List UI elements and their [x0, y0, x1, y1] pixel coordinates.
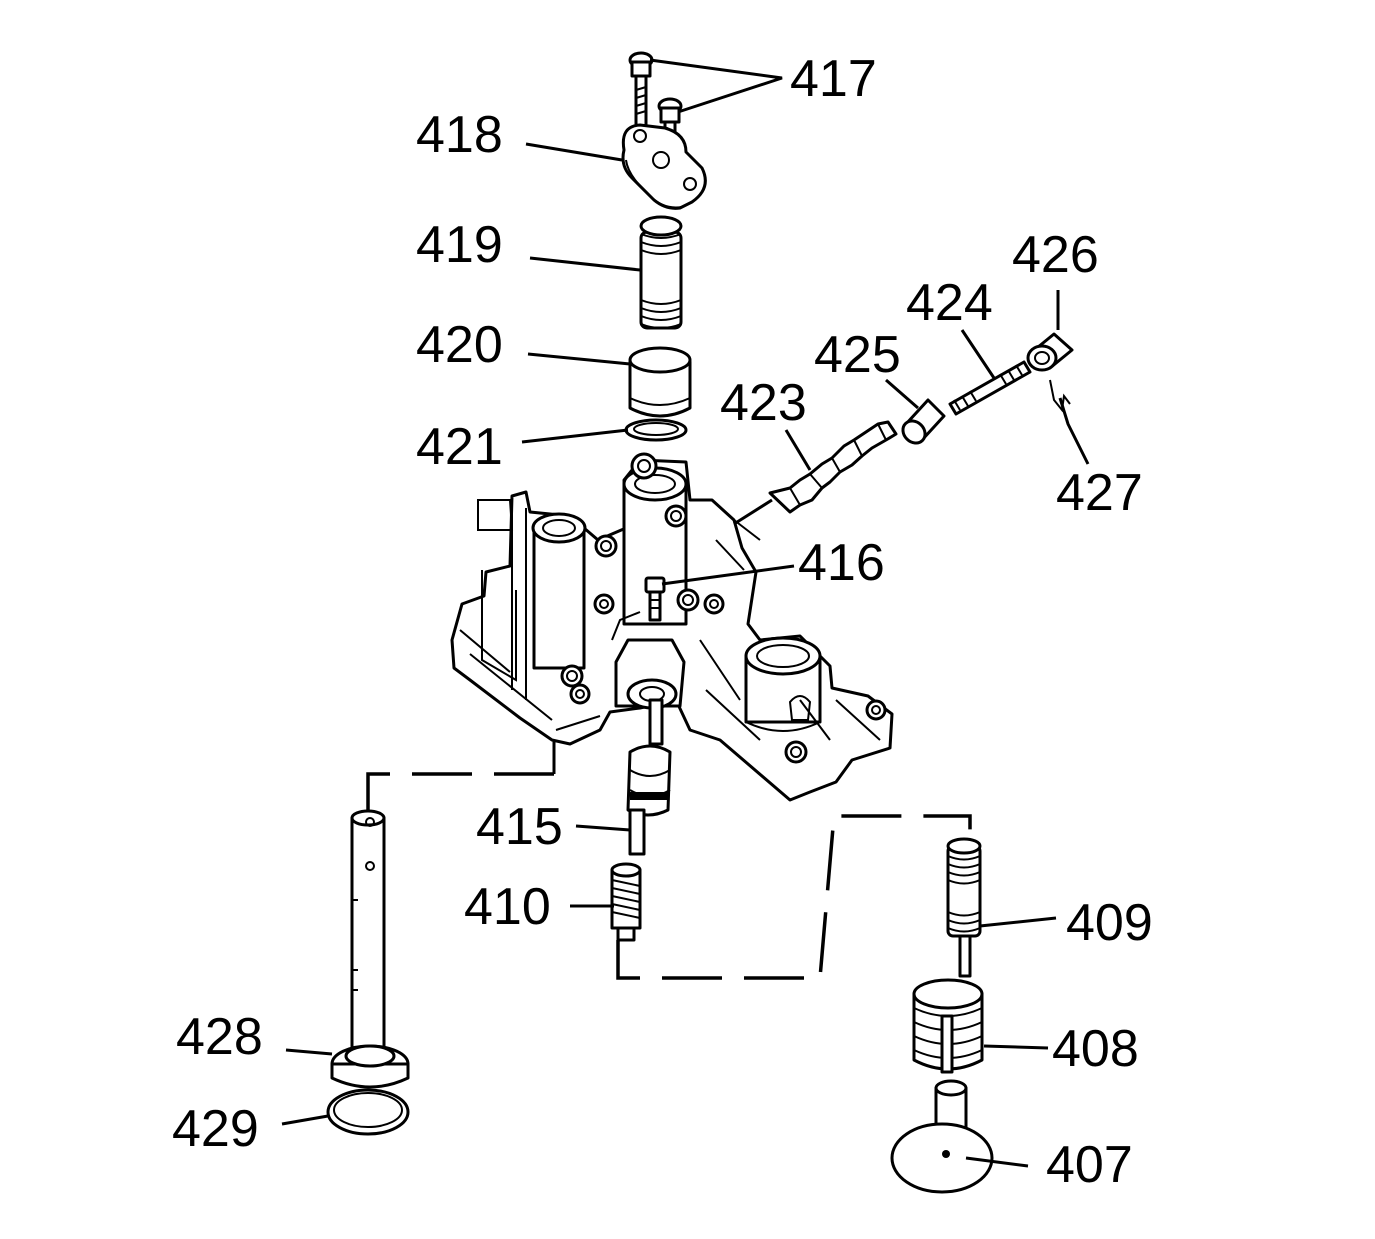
cover-plate-418	[621, 123, 707, 210]
callout-417: 417	[790, 50, 877, 108]
seal-429	[326, 1088, 410, 1136]
plug-425	[901, 398, 946, 445]
callout-427: 427	[1056, 464, 1143, 522]
callout-429: 429	[172, 1100, 259, 1158]
callout-416: 416	[798, 534, 885, 592]
callout-421: 421	[416, 418, 503, 476]
callout-410: 410	[464, 878, 551, 936]
valve-409	[946, 837, 982, 978]
valve-spring-419	[639, 215, 683, 330]
retainer-426	[1026, 332, 1074, 372]
piston-407	[890, 1079, 994, 1194]
spring-410	[610, 862, 642, 942]
spring-424	[948, 360, 1032, 416]
callout-409: 409	[1066, 894, 1153, 952]
callout-424: 424	[906, 274, 993, 332]
callout-418: 418	[416, 106, 503, 164]
callout-408: 408	[1052, 1020, 1139, 1078]
callout-420: 420	[416, 316, 503, 374]
seal-421	[624, 418, 688, 442]
callout-423: 423	[720, 374, 807, 432]
callout-407: 407	[1046, 1136, 1133, 1194]
callout-426: 426	[1012, 226, 1099, 284]
valve-body-housing	[450, 452, 894, 802]
clip-427	[1049, 379, 1071, 413]
leader-lines	[281, 58, 1090, 1168]
bolt-left	[628, 51, 654, 136]
shaft-428	[330, 809, 410, 1089]
callout-labels: 417 418 419 420 421 423 424 425 426 427 …	[172, 50, 1153, 1194]
callout-419: 419	[416, 216, 503, 274]
callout-415: 415	[476, 798, 563, 856]
valve-416	[644, 576, 666, 622]
callout-428: 428	[176, 1008, 263, 1066]
callout-425: 425	[814, 326, 901, 384]
sleeve-420	[628, 346, 692, 418]
routing-lines	[366, 740, 972, 980]
spring-408	[912, 978, 984, 1074]
valve-423	[768, 420, 898, 514]
valve-415	[626, 698, 672, 856]
